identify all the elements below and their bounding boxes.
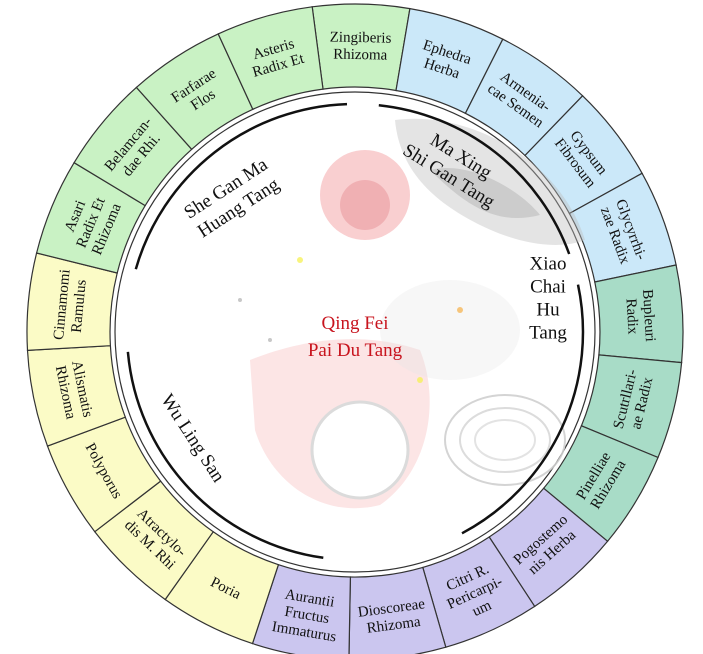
center-formula-line-1: Qing Fei — [321, 313, 388, 334]
herb-label-line: Bupleuri — [639, 289, 658, 342]
inner-disc: She Gan MaHuang TangMa XingShi Gan TangX… — [115, 92, 595, 572]
center-formula-line-2: Pai Du Tang — [308, 340, 403, 361]
herb-label-line: Zingiberis — [330, 30, 392, 47]
formula-label-line: Chai — [530, 277, 566, 298]
herb-label-line: Radix — [623, 298, 641, 335]
formula-label-line: Tang — [529, 323, 567, 344]
formula-label-line: Hu — [536, 300, 560, 321]
herb-label-line: Rhizoma — [333, 47, 388, 64]
herb-label-zingiberis-rhizoma: ZingiberisRhizoma — [329, 30, 391, 64]
formula-label-line: Xiao — [530, 254, 567, 275]
